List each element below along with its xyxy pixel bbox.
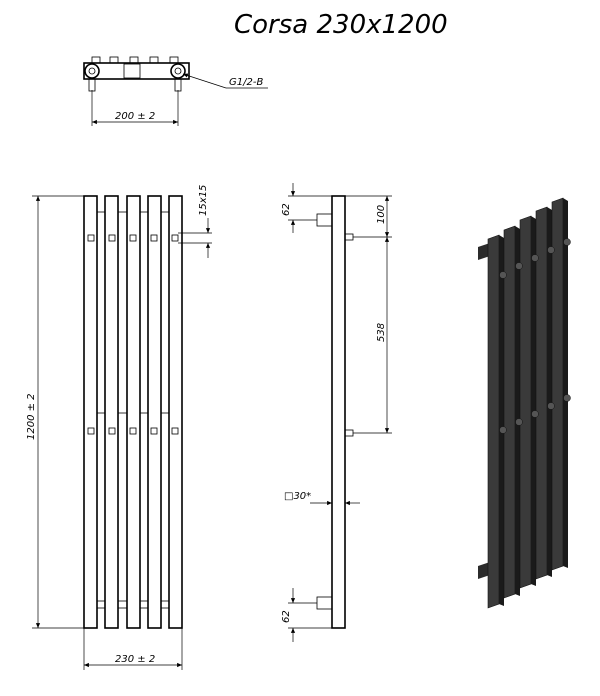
height-label: 1200 ± 2	[26, 393, 37, 440]
thread-label: G1/2-B	[229, 77, 263, 88]
width-label: 230 ± 2	[115, 654, 155, 665]
connector-width-label: 200 ± 2	[115, 111, 155, 122]
drawing-title: Corsa 230x1200	[234, 10, 448, 40]
bar-section-label: 15x15	[198, 185, 209, 216]
front-view	[32, 195, 212, 670]
connector-spacing-label: 538	[376, 323, 387, 342]
side-view	[288, 183, 392, 642]
top-offset-label: 62	[281, 203, 292, 216]
top-to-connector-label: 100	[376, 205, 387, 224]
tube-section-label: □30*	[284, 491, 311, 502]
connector-detail	[83, 56, 268, 126]
bottom-offset-label: 62	[281, 610, 292, 623]
radiator-3d-render	[478, 197, 571, 609]
